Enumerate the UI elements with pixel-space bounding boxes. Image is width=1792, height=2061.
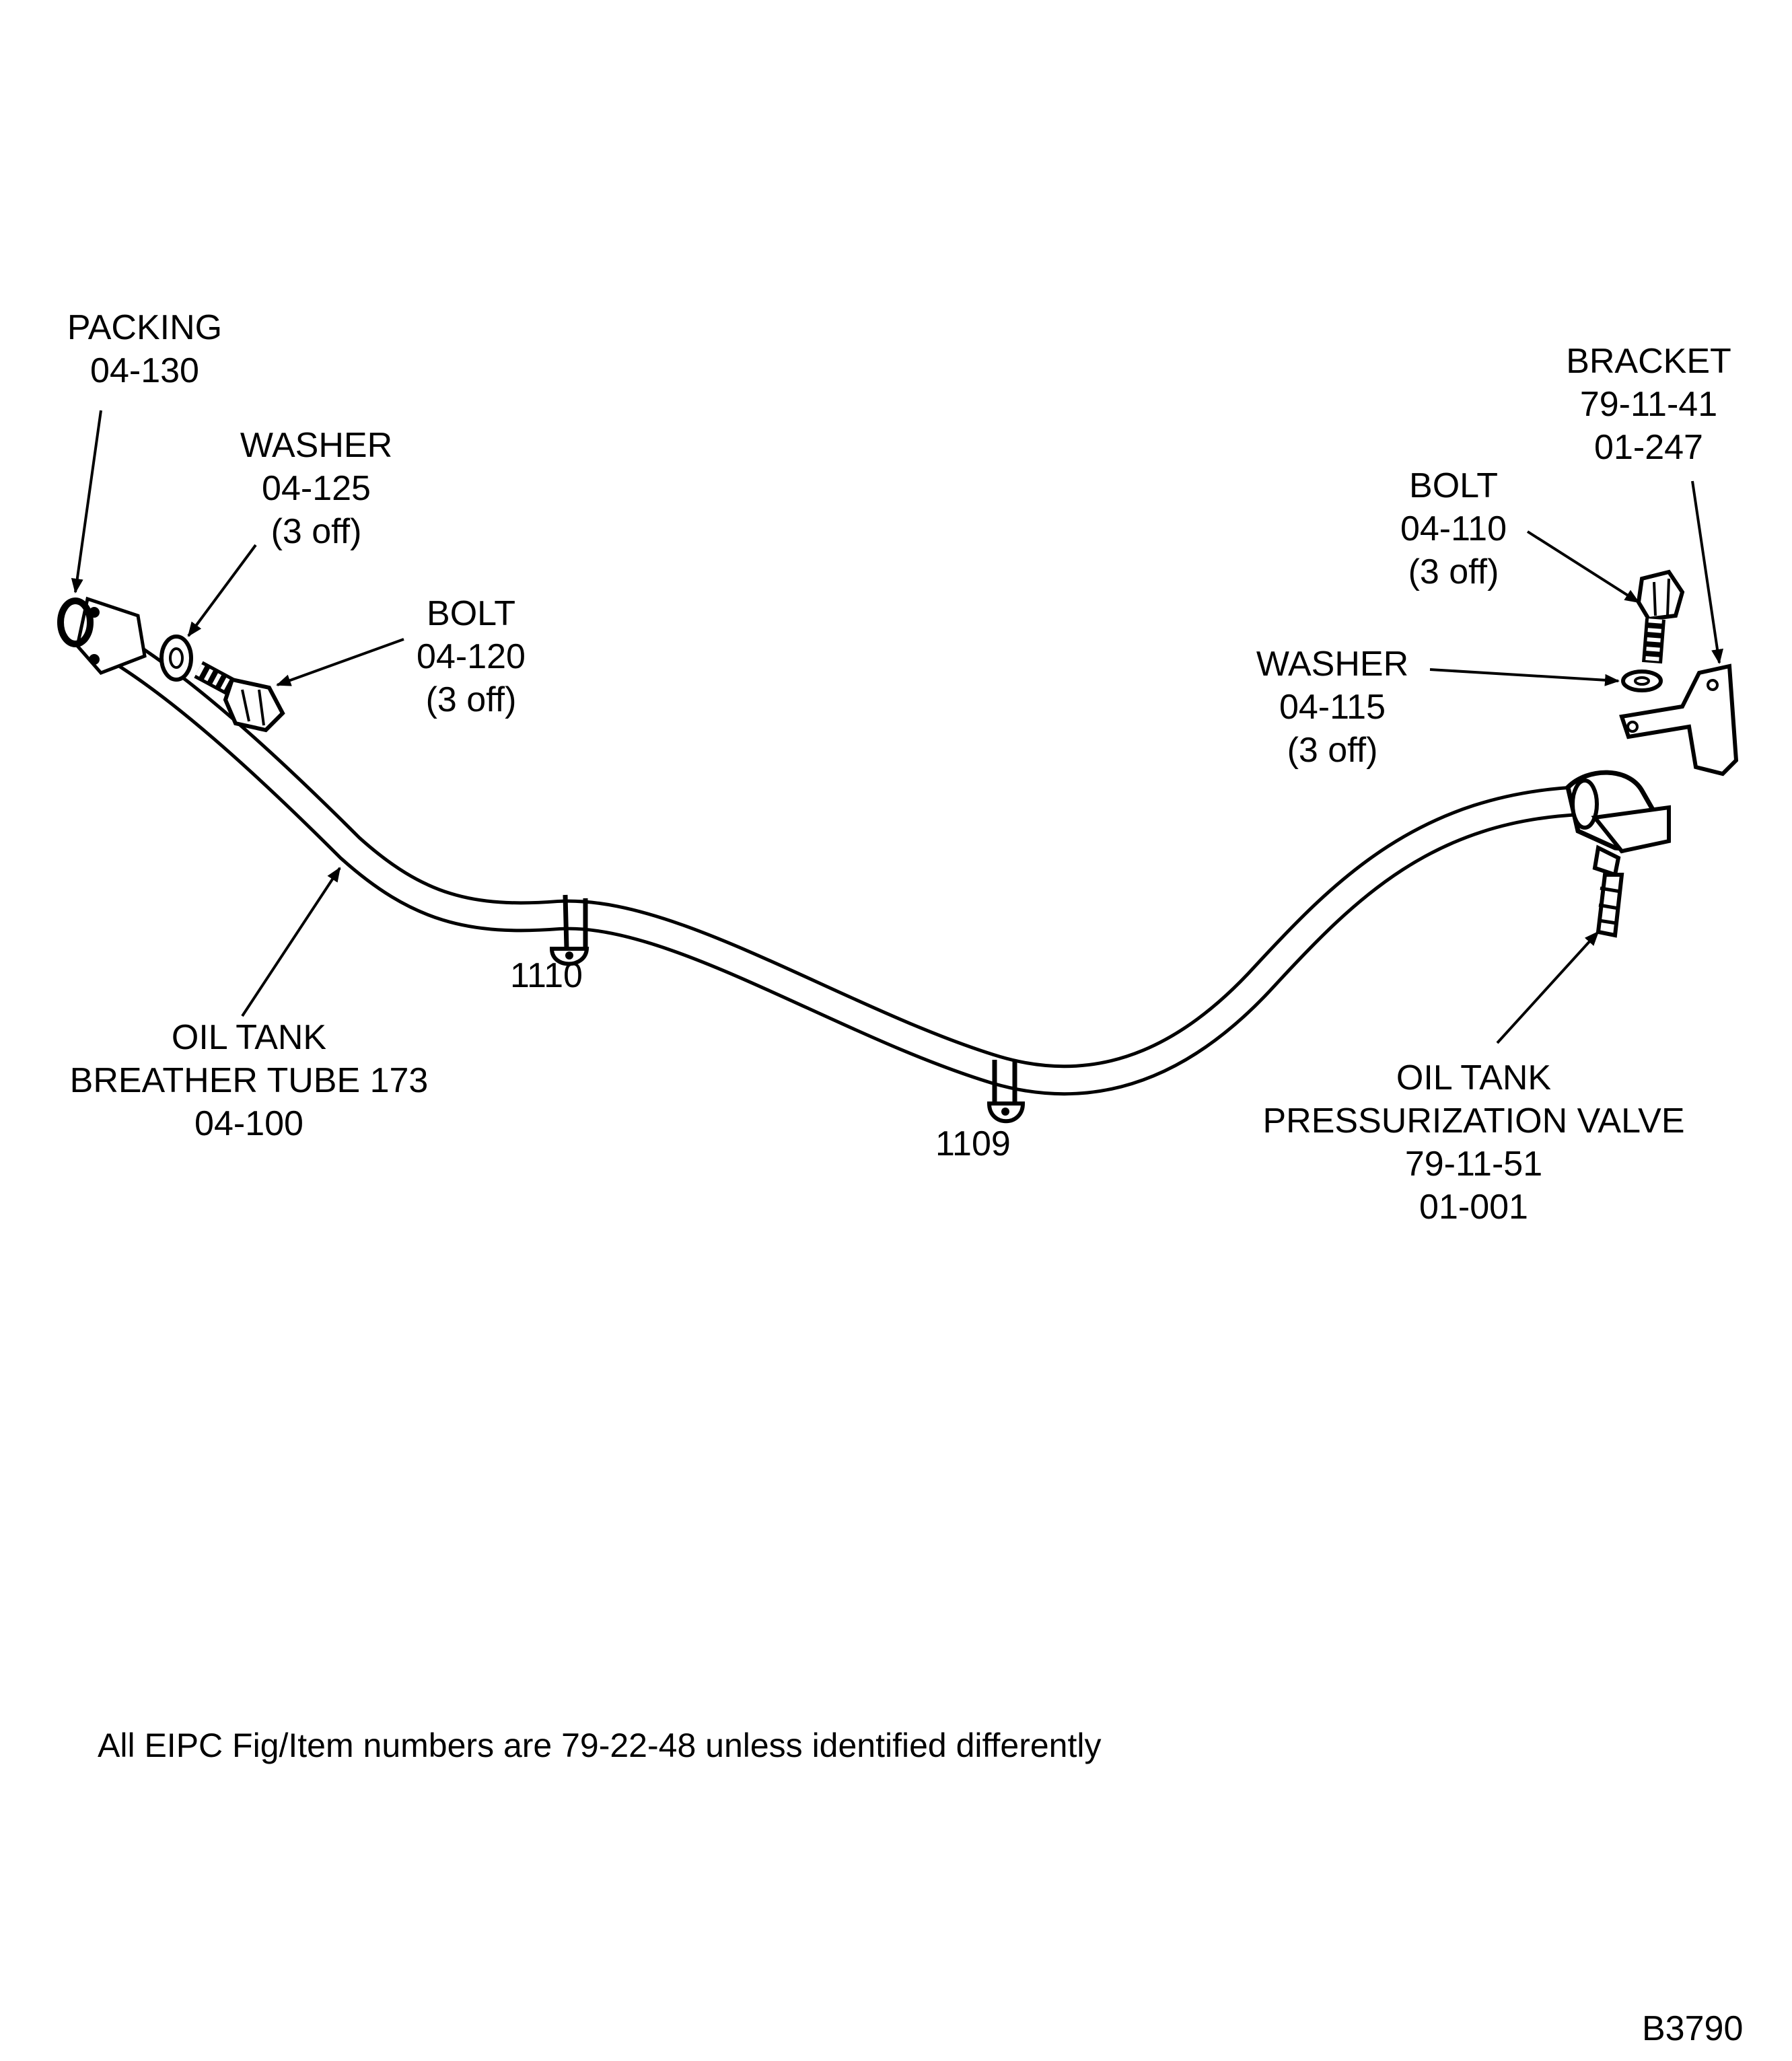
label-valve-line1: OIL TANK bbox=[1396, 1058, 1552, 1097]
label-washer-right: WASHER 04-115 (3 off) bbox=[1231, 643, 1433, 772]
leader-valve bbox=[1496, 931, 1600, 1044]
packing-ring bbox=[57, 598, 94, 647]
label-valve-part: 01-001 bbox=[1419, 1188, 1528, 1227]
label-breather-tube-line1: OIL TANK bbox=[171, 1018, 327, 1057]
label-washer-left-qty: (3 off) bbox=[271, 512, 362, 551]
label-clamp-1110: 1110 bbox=[510, 956, 583, 995]
leader-bolt-left bbox=[276, 638, 404, 686]
label-valve: OIL TANK PRESSURIZATION VALVE 79-11-51 0… bbox=[1225, 1056, 1723, 1229]
label-bolt-left-name: BOLT bbox=[427, 594, 515, 633]
label-bracket-fig: 79-11-41 bbox=[1579, 385, 1718, 424]
label-packing-name: PACKING bbox=[67, 308, 223, 347]
label-packing-part: 04-130 bbox=[90, 351, 199, 390]
leader-bracket bbox=[1691, 480, 1723, 664]
leader-washer-left bbox=[187, 544, 257, 637]
label-bolt-left-qty: (3 off) bbox=[425, 680, 517, 719]
bracket-part bbox=[1619, 663, 1739, 776]
label-breather-tube-part: 04-100 bbox=[194, 1104, 303, 1143]
label-valve-fig: 79-11-51 bbox=[1404, 1145, 1543, 1184]
footnote: All EIPC Fig/Item numbers are 79-22-48 u… bbox=[98, 1727, 1102, 1764]
label-bracket-part: 01-247 bbox=[1594, 428, 1703, 467]
label-clamp-1109: 1109 bbox=[935, 1124, 1011, 1163]
label-breather-tube-line2: BREATHER TUBE 173 bbox=[69, 1061, 429, 1100]
label-valve-line2: PRESSURIZATION VALVE bbox=[1262, 1101, 1685, 1141]
label-washer-left: WASHER 04-125 (3 off) bbox=[215, 424, 417, 553]
bolt-right-part bbox=[1636, 569, 1685, 664]
label-bolt-right: BOLT 04-110 (3 off) bbox=[1366, 464, 1541, 593]
clamp-1110 bbox=[549, 894, 589, 966]
leader-breather-tube bbox=[241, 867, 341, 1017]
label-bolt-right-name: BOLT bbox=[1409, 466, 1498, 505]
label-washer-right-qty: (3 off) bbox=[1287, 731, 1378, 770]
tube-flange bbox=[75, 596, 147, 675]
label-bolt-left: BOLT 04-120 (3 off) bbox=[384, 592, 559, 721]
label-washer-right-part: 04-115 bbox=[1279, 688, 1386, 727]
label-bolt-left-part: 04-120 bbox=[417, 637, 526, 676]
label-bracket: BRACKET 79-11-41 01-247 bbox=[1548, 340, 1750, 469]
bolt-left-part bbox=[194, 661, 285, 733]
label-packing: PACKING 04-130 bbox=[47, 306, 242, 392]
clamp-1109 bbox=[987, 1060, 1026, 1124]
label-washer-right-name: WASHER bbox=[1256, 645, 1409, 684]
washer-right-part bbox=[1621, 670, 1663, 692]
leader-washer-right bbox=[1429, 668, 1620, 686]
leader-packing bbox=[71, 410, 102, 593]
label-washer-left-part: 04-125 bbox=[262, 469, 371, 508]
drawing-id: B3790 bbox=[1642, 2009, 1744, 2048]
pressurization-valve-part bbox=[1565, 770, 1671, 938]
label-breather-tube: OIL TANK BREATHER TUBE 173 04-100 bbox=[40, 1016, 458, 1145]
label-washer-left-name: WASHER bbox=[240, 426, 393, 465]
leader-bolt-right bbox=[1526, 530, 1640, 604]
label-bracket-name: BRACKET bbox=[1566, 342, 1731, 381]
label-bolt-right-qty: (3 off) bbox=[1408, 552, 1499, 591]
washer-left-part bbox=[159, 635, 193, 682]
label-bolt-right-part: 04-110 bbox=[1400, 509, 1507, 548]
